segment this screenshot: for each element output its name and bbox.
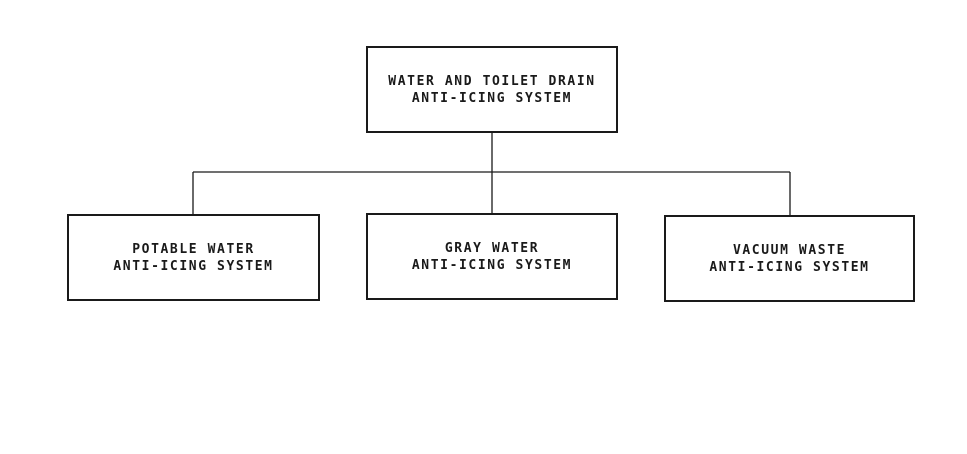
root-node-line1: WATER AND TOILET DRAIN bbox=[388, 73, 596, 89]
potable-water-line1: POTABLE WATER bbox=[132, 241, 255, 257]
child-node-gray-water: GRAY WATER ANTI-ICING SYSTEM bbox=[366, 213, 618, 300]
vacuum-waste-line2: ANTI-ICING SYSTEM bbox=[709, 259, 870, 275]
gray-water-line2: ANTI-ICING SYSTEM bbox=[411, 257, 573, 273]
child-node-vacuum-waste: VACUUM WASTE ANTI-ICING SYSTEM bbox=[664, 215, 915, 302]
child-node-potable-water: POTABLE WATER ANTI-ICING SYSTEM bbox=[67, 214, 320, 301]
root-node-box: WATER AND TOILET DRAIN ANTI-ICING SYSTEM bbox=[366, 46, 618, 133]
gray-water-line1: GRAY WATER bbox=[444, 240, 540, 256]
root-node-line2: ANTI-ICING SYSTEM bbox=[411, 90, 573, 106]
potable-water-line2: ANTI-ICING SYSTEM bbox=[113, 258, 274, 274]
vacuum-waste-line1: VACUUM WASTE bbox=[732, 242, 847, 258]
